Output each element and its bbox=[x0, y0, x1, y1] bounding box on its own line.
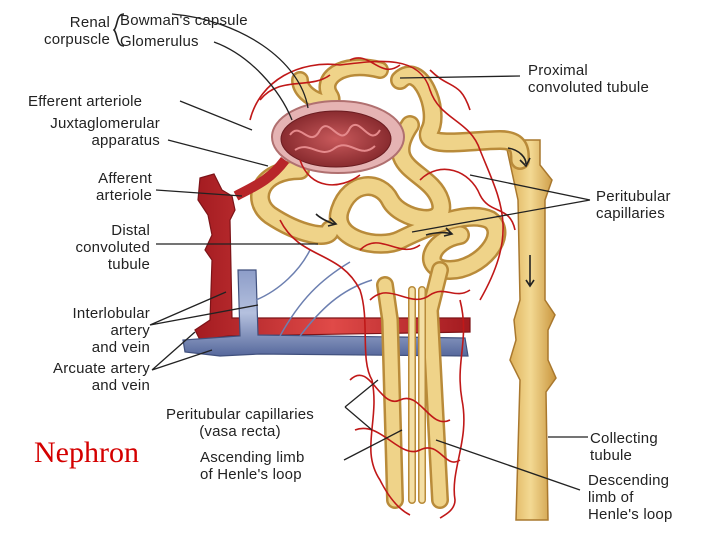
leader-juxtaglomerular bbox=[167, 139, 269, 167]
leader-arcuate bbox=[151, 331, 213, 371]
label-proximal-convoluted-tubule: Proximal convoluted tubule bbox=[528, 62, 649, 96]
label-peritubular-capillaries: Peritubular capillaries bbox=[596, 188, 671, 222]
label-descending-limb: Descending limb of Henle's loop bbox=[588, 472, 673, 523]
label-glomerulus: Glomerulus bbox=[120, 33, 199, 50]
henles-loop bbox=[376, 261, 449, 509]
leader-bowmans-capsule bbox=[171, 13, 309, 109]
renal-corpuscle bbox=[233, 100, 405, 201]
interlobular-vein bbox=[182, 249, 469, 357]
flow-arrows bbox=[315, 147, 535, 288]
leader-efferent-arteriole bbox=[179, 100, 253, 131]
leader-interlobular bbox=[149, 291, 259, 326]
label-ascending-limb: Ascending limb of Henle's loop bbox=[200, 449, 305, 483]
label-arcuate-artery-vein: Arcuate artery and vein bbox=[52, 360, 150, 394]
convoluted-tubules bbox=[250, 58, 530, 280]
leader-afferent-arteriole bbox=[155, 189, 243, 197]
leader-proximal-tubule bbox=[399, 75, 521, 79]
label-afferent-arteriole: Afferent arteriole bbox=[96, 170, 152, 204]
leader-peritubular-capillaries bbox=[411, 174, 591, 233]
leader-ascending-limb bbox=[343, 429, 403, 461]
label-bowmans-capsule: Bowman's capsule bbox=[120, 12, 248, 29]
collecting-tubule bbox=[504, 139, 557, 521]
diagram-panel bbox=[14, 8, 706, 524]
label-vasa-recta: Peritubular capillaries (vasa recta) bbox=[165, 406, 314, 440]
label-collecting-tubule: Collecting tubule bbox=[590, 430, 658, 464]
label-distal-convoluted-tubule: Distal convoluted tubule bbox=[75, 222, 150, 273]
diagram-title: Nephron bbox=[34, 436, 139, 469]
label-efferent-arteriole: Efferent arteriole bbox=[28, 93, 143, 110]
label-interlobular-artery-vein: Interlobular artery and vein bbox=[72, 305, 150, 356]
label-juxtaglomerular-apparatus: Juxtaglomerular apparatus bbox=[50, 115, 160, 149]
peritubular-capillary-network bbox=[249, 57, 516, 519]
label-renal-corpuscle: Renal corpuscle bbox=[44, 14, 110, 48]
interlobular-artery bbox=[194, 173, 471, 341]
renal-corpuscle-brace bbox=[112, 13, 125, 47]
leader-lines bbox=[149, 13, 591, 491]
leader-vasa-recta bbox=[344, 379, 379, 431]
leader-descending-limb bbox=[435, 439, 581, 491]
leader-glomerulus bbox=[213, 41, 293, 121]
